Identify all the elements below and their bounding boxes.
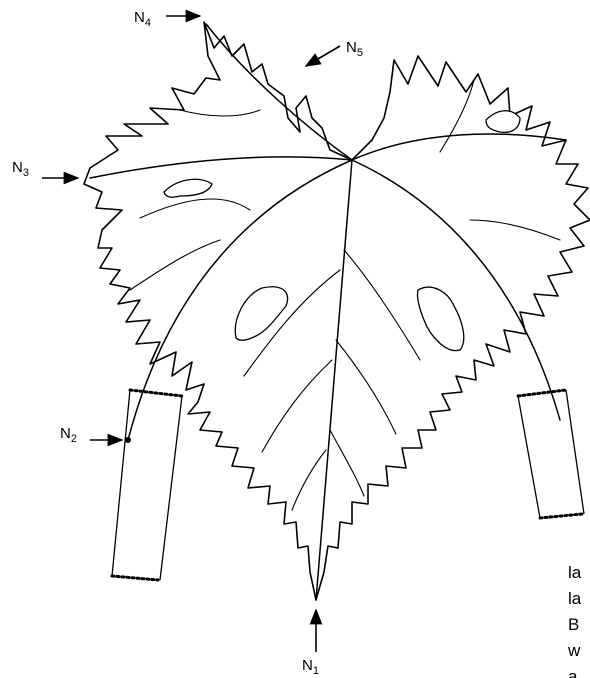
- label-n2: N2: [60, 425, 77, 445]
- text-fragment: B: [568, 615, 579, 634]
- label-n1: N1: [302, 657, 319, 677]
- left-box-left-edge: [112, 390, 130, 576]
- right-box-right-edge: [566, 390, 584, 514]
- text-fragment: la: [568, 589, 582, 608]
- left-box-bottom-dotted: [112, 576, 158, 580]
- left-measurement-box: [112, 390, 182, 580]
- right-box-bottom-dotted: [540, 514, 582, 518]
- leaf-blade: [84, 22, 590, 600]
- text-fragment: a: [568, 667, 578, 678]
- label-n5: N5: [346, 39, 363, 59]
- label-n4: N4: [134, 9, 151, 29]
- left-box-top-dotted: [130, 390, 182, 396]
- text-fragment: la: [568, 563, 582, 582]
- text-fragment: w: [567, 641, 581, 660]
- left-box-right-edge: [160, 396, 182, 580]
- label-n3: N3: [12, 159, 29, 179]
- right-measurement-box: [518, 390, 584, 518]
- n2-point: [125, 437, 131, 443]
- right-box-top-dotted: [518, 390, 566, 396]
- right-box-left-edge: [518, 396, 540, 518]
- n5-arrow: [306, 46, 340, 66]
